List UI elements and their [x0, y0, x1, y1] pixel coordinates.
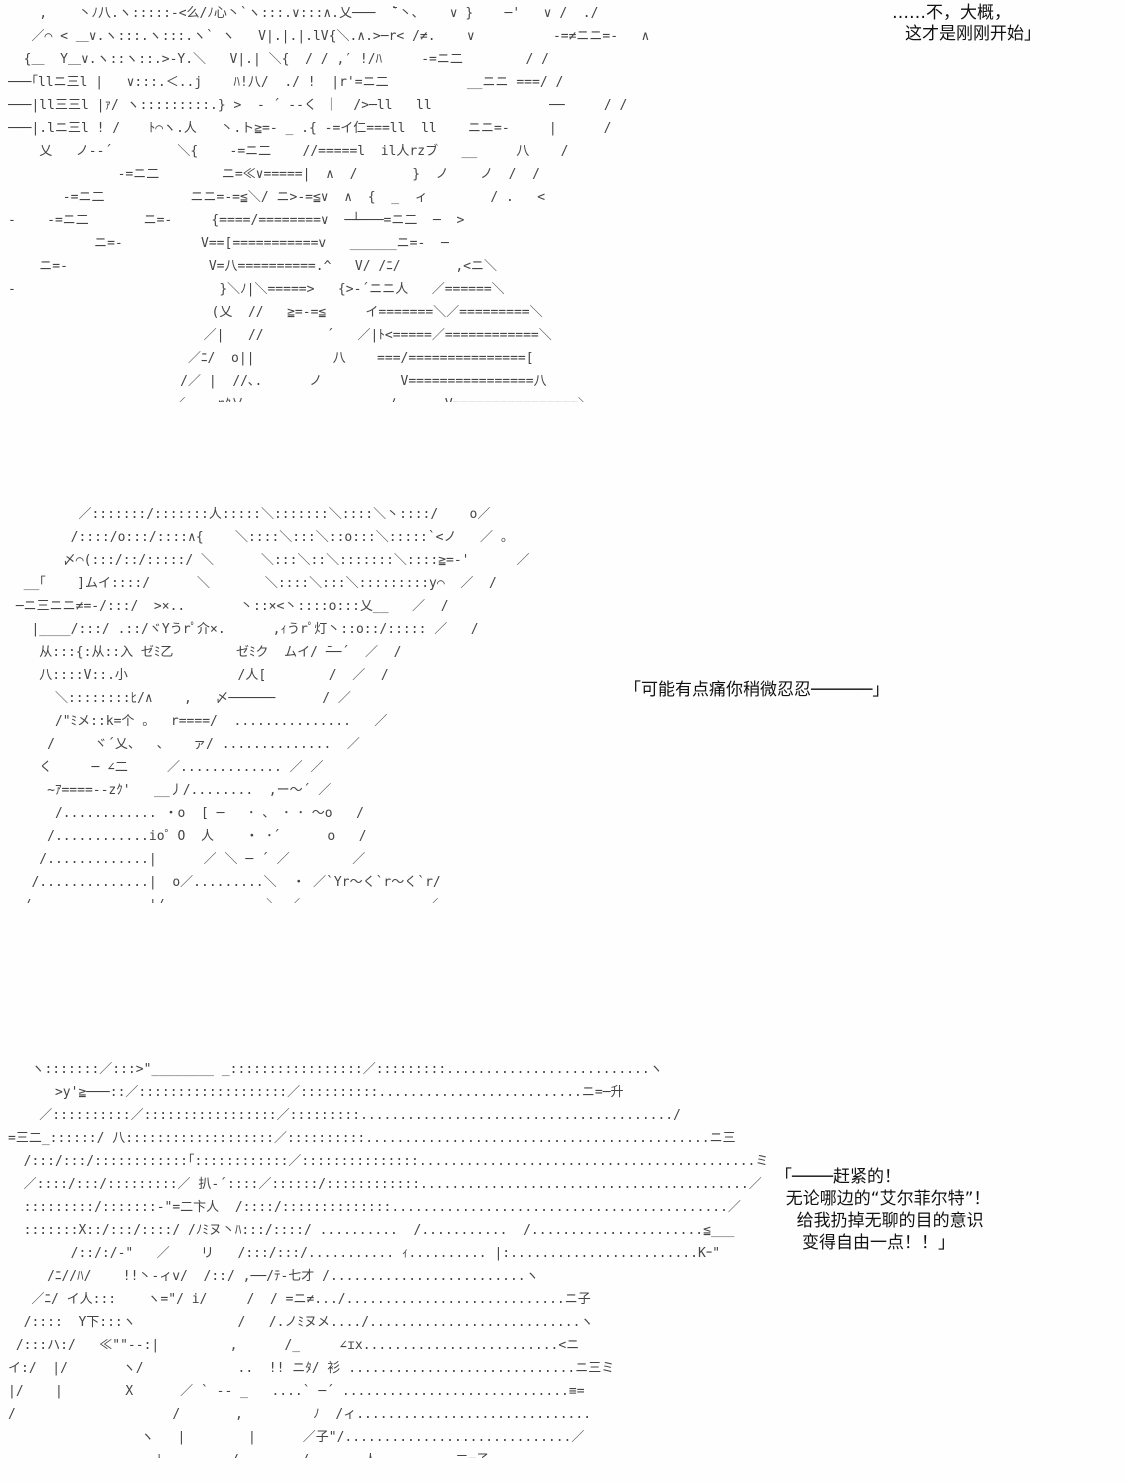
- ascii-art-figures-1: , 丶ﾉ八.ヽ:::::-<么/ﾉ心丶`ヽ:::.∨:::∧.乂─── ̄`丶､…: [8, 6, 650, 402]
- manga-panel-3: ヽ:::::::／:::>"________ _::::::::::::::::…: [0, 1050, 1125, 1470]
- dialogue-line: 这才是刚刚开始」: [905, 24, 1041, 44]
- dialogue-line: ……不，大概，: [892, 3, 1011, 23]
- manga-panel-1: , 丶ﾉ八.ヽ:::::-<么/ﾉ心丶`ヽ:::.∨:::∧.乂─── ̄`丶､…: [0, 0, 1125, 440]
- manga-panel-2: ／:::::::/:::::::人:::::＼:::::::＼::::＼丶:::…: [0, 495, 1125, 915]
- dialogue-line: 「可能有点痛你稍微忍忍──────」: [624, 680, 890, 700]
- ascii-art-figures-3: ヽ:::::::／:::>"________ _::::::::::::::::…: [8, 1062, 769, 1458]
- ascii-art-figures-2: ／:::::::/:::::::人:::::＼:::::::＼::::＼丶:::…: [15, 507, 530, 903]
- dialogue-block: 「────赶紧的！ 无论哪边的“艾尔菲尔特”！ 给我扔掉无聊的目的意识 变得自由…: [775, 1167, 991, 1253]
